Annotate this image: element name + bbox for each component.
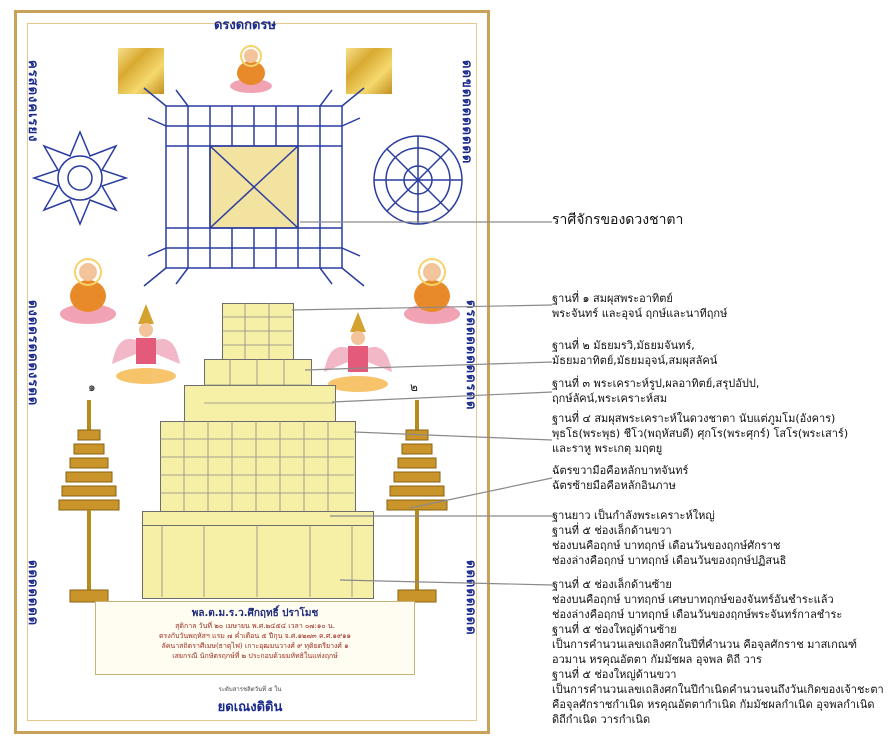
pyramid-tier-1: [222, 303, 294, 361]
annotation-base-3-line-2: ฤกษ์ลัคน์,พระเคราะห์สม: [552, 392, 668, 405]
lotus-seal-icon: [31, 130, 129, 226]
round-seal-icon: [373, 135, 463, 225]
right-script-mid: ดรดดดดดดดรดด: [463, 300, 478, 411]
annotation-base-5-line-4: ฐานที่ ๕ ช่องใหญ่ด้านซ้าย: [552, 623, 677, 636]
annotation-base-4-line-2: พุธโธ(พระพุธ) ชีโว(พฤหัสบดี) ศุกโร(พระศุ…: [552, 427, 849, 440]
buddha-left-icon: [60, 258, 116, 324]
small-note: ระดับสารชลิตวันที่ ๕ ใน: [218, 686, 282, 693]
bottom-signature: ยดเณงดิดิน: [217, 700, 283, 715]
right-script-bottom: ดดดดดดดด: [463, 560, 478, 636]
zodiac-chart: [143, 87, 365, 287]
corner-left-number: ๑: [88, 380, 96, 394]
annotation-parasols-line-1: ฉัตรขวามือคือหลักบาทจันทร์: [552, 464, 689, 477]
left-script-mid: ดงดดรดดดงรดด: [25, 300, 40, 407]
annotation-long-base-line-1: ฐานยาว เป็นกำลังพระเคราะห์ใหญ่: [552, 509, 715, 522]
left-script-bottom: ดดดดดดด: [25, 560, 40, 627]
poster-inner-frame: [27, 23, 477, 721]
buddha-icon: [230, 45, 272, 93]
annotation-base-4-line-3: และราหู พระเกตุ มฤตยู: [552, 442, 663, 455]
annotation-base-1-line-1: ฐานที่ ๑ สมผุสพระอาทิตย์: [552, 292, 673, 305]
annotation-base-3: ฐานที่ ๓ พระเคราะห์รูป,ผลอาทิตย์,สรุปอัป…: [552, 376, 759, 406]
annotation-base-5-line-10: ดิถีกำเนิด วารกำเนิด: [552, 713, 651, 726]
annotation-base-5-line-3: ช่องล่างคือฤกษ์ บาทฤกษ์ เดือนวันของฤกษ์พ…: [552, 608, 843, 621]
annotation-base-1: ฐานที่ ๑ สมผุสพระอาทิตย์ พระจันทร์ และอุ…: [552, 291, 727, 321]
annotation-base-2-line-1: ฐานที่ ๒ มัธยมรวิ,มัธยมจันทร์,: [552, 339, 695, 352]
angel-right-icon: [324, 312, 392, 392]
buddha-right-icon: [404, 258, 460, 324]
birth-info-box: พล.ต.ม.ร.ว.ศึกฤทธิ์ ปราโมช สุติกาล วันที…: [95, 601, 415, 675]
annotation-long-base-line-3: ช่องบนคือฤกษ์ บาทฤกษ์ เดือนวันของฤกษ์ศัก…: [552, 539, 781, 552]
annotation-base-5-line-1: ฐานที่ ๕ ช่องเล็กด้านซ้าย: [552, 578, 672, 591]
spire-left-icon: [58, 400, 120, 603]
annotation-base-5-line-9: คือจุลศักราชกำเนิด หรคุณอัตตากำเนิด กัมม…: [552, 698, 875, 711]
poster-top-title: ดรงดกดรษ: [213, 18, 277, 33]
annotation-zodiac-line: ราศีจักรของดวงชาตา: [552, 212, 684, 228]
annotation-long-base-line-4: ช่องล่างคือฤกษ์ บาทฤกษ์ เดือนวันของฤกษ์ป…: [552, 554, 787, 567]
birth-info-title: พล.ต.ม.ร.ว.ศึกฤทธิ์ ปราโมช: [191, 608, 319, 619]
annotation-parasols-line-2: ฉัตรซ้ายมือคือหลักอินภาษ: [552, 479, 676, 492]
birth-info-line-1: สุติกาล วันที่ ๒๐ เมษายน พ.ศ.๒๔๕๔ เวลา ๐…: [175, 622, 335, 630]
gold-leaf-left: [118, 48, 164, 94]
annotation-base-2-line-2: มัธยมอาทิตย์,มัธยมอุจน์,สมผุสลัคน์: [552, 354, 718, 367]
annotation-base-5-line-5: เป็นการคำนวนเลขเถลิงศกในปีที่คำนวน คือจุ…: [552, 638, 858, 651]
birth-info-line-4: เสยกรณี นักษัตรฤกษ์ที่ ๒ ประกอบด้วยมหัทธ…: [172, 652, 338, 660]
annotation-base-3-line-1: ฐานที่ ๓ พระเคราะห์รูป,ผลอาทิตย์,สรุปอัป…: [552, 377, 760, 390]
pyramid-grid-lines: [160, 303, 354, 597]
annotation-base-4: ฐานที่ ๔ สมผุสพระเคราะห์ในดวงชาตา นับแต่…: [552, 411, 848, 456]
annotation-parasols: ฉัตรขวามือคือหลักบาทจันทร์ ฉัตรซ้ายมือคื…: [552, 463, 688, 493]
annotation-long-base-line-2: ฐานที่ ๕ ช่องเล็กด้านขวา: [552, 524, 672, 537]
pyramid-tier-5: [142, 525, 374, 599]
angel-left-icon: [112, 304, 180, 384]
annotation-base-5-line-7: ฐานที่ ๕ ช่องใหญ่ด้านขวา: [552, 668, 677, 681]
gold-leaf-right: [346, 48, 392, 94]
annotation-base-1-line-2: พระจันทร์ และอุจน์ ฤกษ์และนาทีฤกษ์: [552, 307, 728, 320]
annotation-base-5-line-6: อวมาน หรคุณอัตตา กัมมัชผล อุจพล ดิถี วาร: [552, 653, 762, 666]
annotation-base-4-line-1: ฐานที่ ๔ สมผุสพระเคราะห์ในดวงชาตา นับแต่…: [552, 412, 836, 425]
annotation-base-5-line-2: ช่องบนคือฤกษ์ บาทฤกษ์ เศษบาทฤกษ์ของจันทร…: [552, 593, 834, 606]
birth-info-line-2: ตรงกับวันพฤหัสฯ แรม ๗ ค่ำเดือน ๕ ปีกุน จ…: [159, 632, 351, 640]
right-script-top: ดดขดดดดดดดด: [459, 60, 474, 165]
corner-right-number: ๒: [410, 380, 418, 394]
annotation-long-base: ฐานยาว เป็นกำลังพระเคราะห์ใหญ่ ฐานที่ ๕ …: [552, 508, 786, 568]
annotation-base-2: ฐานที่ ๒ มัธยมรวิ,มัธยมจันทร์, มัธยมอาทิ…: [552, 338, 717, 368]
pyramid-tier-2: [204, 359, 312, 387]
annotation-zodiac: ราศีจักรของดวงชาตา: [552, 213, 683, 228]
left-script-top: ครสดงคเรยง: [25, 60, 40, 143]
annotation-base-5: ฐานที่ ๕ ช่องเล็กด้านซ้าย ช่องบนคือฤกษ์ …: [552, 577, 884, 727]
spire-right-icon: [386, 400, 448, 603]
annotation-base-5-line-8: เป็นการคำนวนเลขเถลิงศกในปีกำเนิดคำนวนจนถ…: [552, 683, 884, 696]
birth-info-line-3: ลัคนาสถิตราศีเมษ(ธาตุไฟ) เกาะอุฒมนวางศ์ …: [161, 642, 349, 650]
